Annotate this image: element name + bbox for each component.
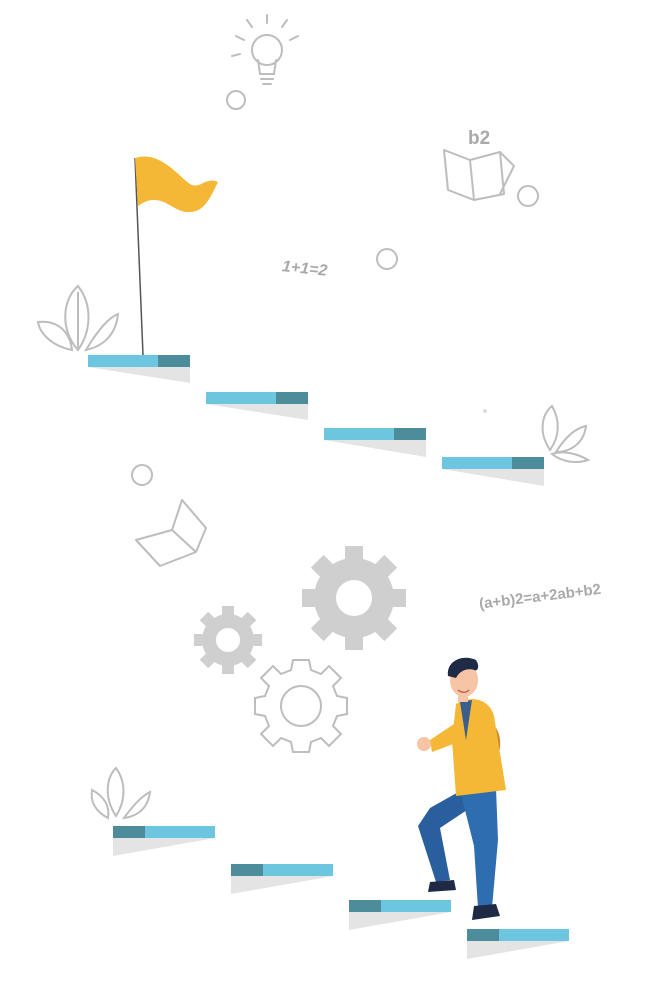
formula-one-plus-one: 1+1=2 xyxy=(281,258,328,280)
flag-pole xyxy=(134,157,144,356)
leaf-icon xyxy=(36,284,120,352)
leaf-icon xyxy=(541,404,591,463)
flag-icon xyxy=(135,156,218,213)
open-book-icon xyxy=(443,149,515,201)
formula-b-squared: b2 xyxy=(468,128,490,149)
upper-staircase xyxy=(88,355,544,486)
gear-icon xyxy=(194,606,262,674)
open-book-icon xyxy=(135,499,207,567)
bubble-icon xyxy=(376,248,398,270)
climbing-man xyxy=(417,657,506,920)
lower-staircase xyxy=(113,826,569,959)
bubble-icon xyxy=(226,90,246,110)
gear-icon xyxy=(254,659,348,753)
bubble-icon xyxy=(517,185,539,207)
bubble-icon xyxy=(483,409,487,413)
lightbulb-icon xyxy=(231,14,299,85)
leaf-icon xyxy=(90,766,152,820)
formula-binomial: (a+b)2=a+2ab+b2 xyxy=(478,581,602,613)
gear-icon xyxy=(302,546,406,650)
bubble-icon xyxy=(131,464,153,486)
